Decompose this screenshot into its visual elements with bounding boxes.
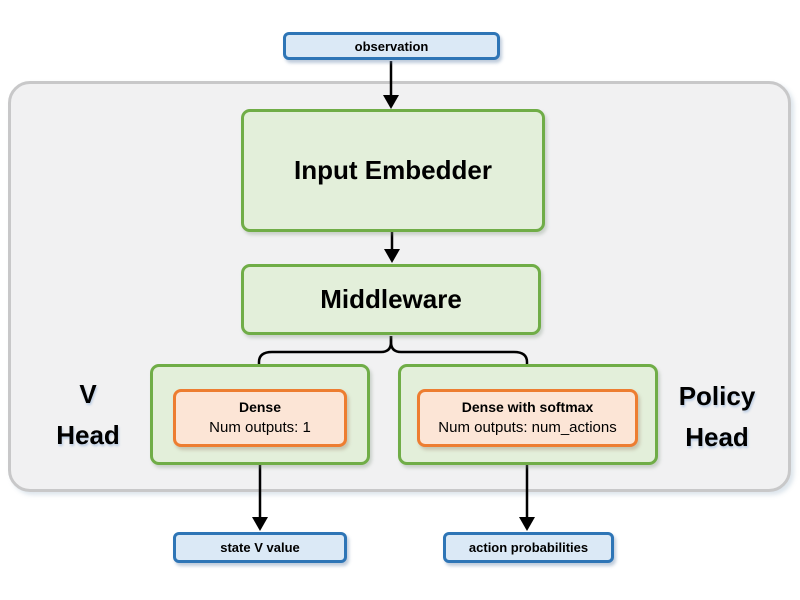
- node-observation-label: observation: [354, 38, 429, 54]
- node-observation: observation: [283, 32, 500, 60]
- node-state-v-value-label: state V value: [220, 540, 300, 555]
- arrowhead-dense-to-statev: [252, 517, 268, 531]
- policy-head-label-line2: Head: [685, 422, 749, 452]
- node-state-v-value: state V value: [173, 532, 347, 563]
- node-action-probabilities: action probabilities: [443, 532, 614, 563]
- node-dense-softmax-title: Dense with softmax: [461, 398, 594, 415]
- node-input-embedder-label: Input Embedder: [294, 155, 492, 185]
- arrowhead-densesoftmax-to-actionprob: [519, 517, 535, 531]
- v-head-label-line1: V: [79, 379, 97, 409]
- policy-head-label-line1: Policy: [678, 381, 756, 411]
- node-input-embedder: Input Embedder: [241, 109, 545, 232]
- policy-head-label: Policy Head: [662, 376, 772, 458]
- node-dense-softmax-subtitle: Num outputs: num_actions: [438, 419, 617, 437]
- node-middleware-label: Middleware: [320, 284, 462, 314]
- v-head-label-line2: Head: [56, 420, 120, 450]
- v-head-label: V Head: [38, 374, 138, 456]
- node-middleware: Middleware: [241, 264, 541, 335]
- node-dense: Dense Num outputs: 1: [173, 389, 347, 447]
- node-dense-subtitle: Num outputs: 1: [209, 419, 311, 437]
- node-dense-softmax: Dense with softmax Num outputs: num_acti…: [417, 389, 638, 447]
- node-action-probabilities-label: action probabilities: [468, 540, 589, 555]
- node-dense-title: Dense: [238, 398, 282, 415]
